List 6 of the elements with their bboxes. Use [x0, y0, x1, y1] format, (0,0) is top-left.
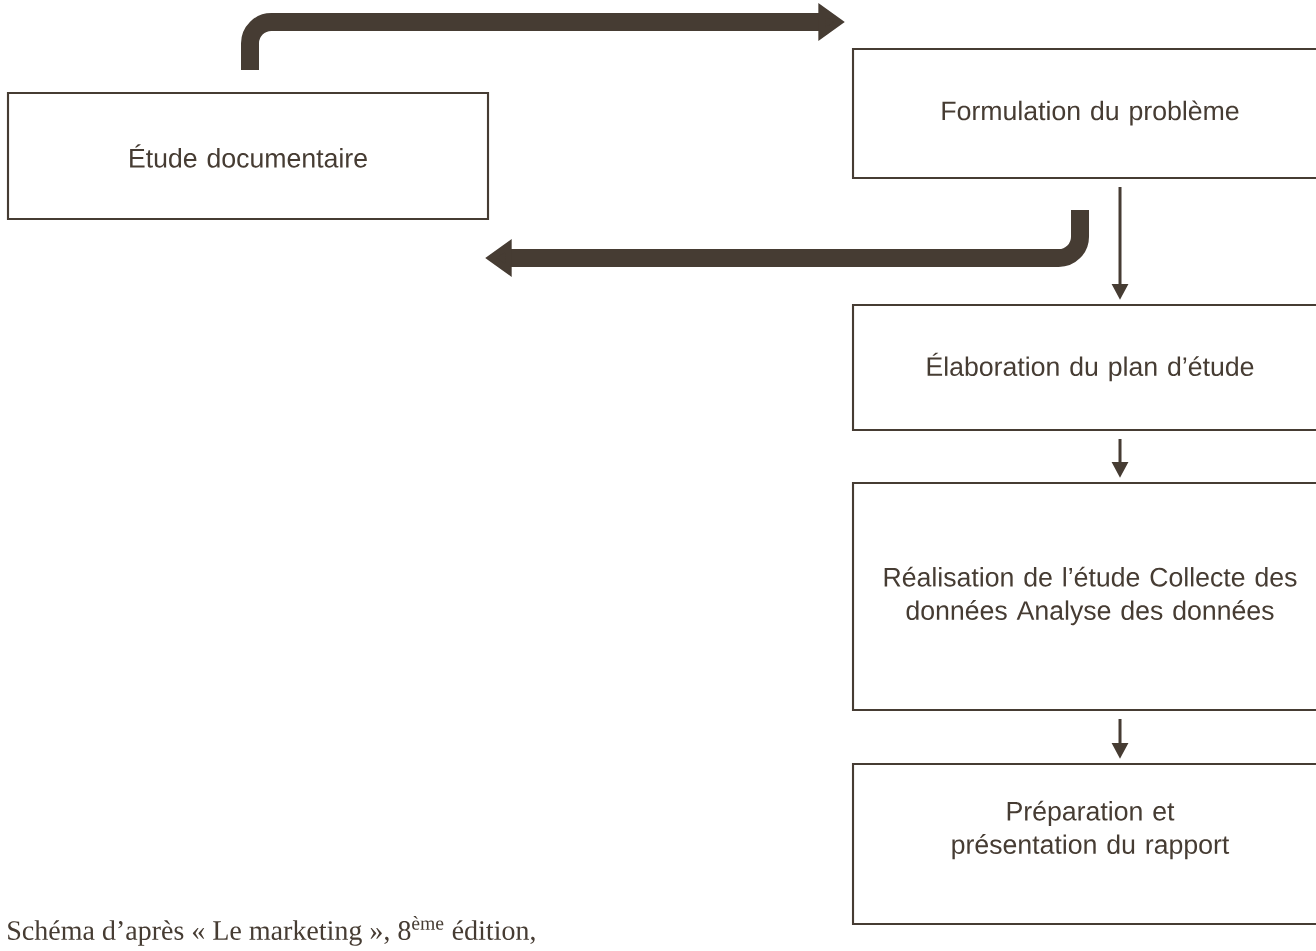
process-box: Formulation du problème	[851, 47, 1316, 180]
process-box: Étude documentaire	[6, 91, 490, 221]
process-box: Préparation et présentation du rapport	[851, 762, 1316, 926]
process-box: Élaboration du plan d’étude	[851, 303, 1316, 432]
caption: Schéma d’après « Le marketing », 8$^{ème}$ édition,	[8, 916, 535, 946]
process-box: Réalisation de l’étude Collecte des données Analyse des données	[851, 481, 1316, 712]
